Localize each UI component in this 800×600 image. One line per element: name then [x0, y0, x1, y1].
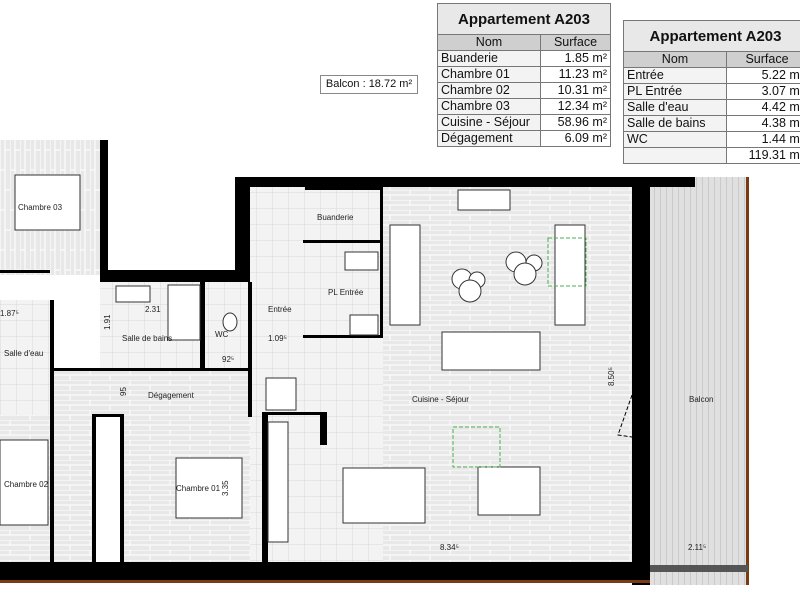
salle-deau-floor [0, 300, 50, 415]
room-label-degagement: Dégagement [148, 391, 195, 400]
furniture-marker [452, 426, 501, 468]
balcon-railing [650, 565, 748, 572]
table-title: Appartement A203 [437, 3, 611, 35]
dim-degagement-height: 95 [119, 387, 128, 396]
walls [0, 140, 695, 585]
room-surface: 58.96 m² [540, 114, 611, 131]
room-surface: 5.22 m² [726, 67, 800, 84]
room-surface: 3.07 m² [726, 83, 800, 100]
dim-sdb-width: 2.31 [145, 305, 161, 314]
total-row: 119.31 m² [623, 147, 800, 164]
dim-sdb-height: 1.91 [103, 314, 112, 330]
room-surface: 6.09 m² [540, 130, 611, 147]
dim-sejour-height: 8.50⁵ [607, 367, 616, 386]
room-name: Chambre 01 [437, 66, 541, 83]
room-name: Dégagement [437, 130, 541, 147]
facade-edge-bottom [0, 580, 650, 583]
dim-sde-width: 1.87⁵ [0, 309, 19, 318]
room-label-pl-entree: PL Entrée [328, 288, 364, 297]
dim-entree-width: 1.09⁵ [268, 334, 287, 343]
room-name: Chambre 03 [437, 98, 541, 115]
room-label-entree: Entrée [268, 305, 292, 314]
room-name: PL Entrée [623, 83, 727, 100]
room-label-balcon: Balcon [689, 395, 713, 404]
column-header: Surface [726, 51, 800, 68]
room-surface: 4.38 m² [726, 115, 800, 132]
total-surface: 119.31 m² [726, 147, 800, 164]
dim-wc-width: 92⁵ [222, 355, 234, 364]
room-surface: 10.31 m² [540, 82, 611, 99]
degagement-floor [50, 370, 250, 415]
void [108, 170, 238, 270]
room-name: Cuisine - Séjour [437, 114, 541, 131]
table-title: Appartement A203 [623, 20, 800, 52]
room-name: WC [623, 131, 727, 148]
room-name: Salle d'eau [623, 99, 727, 116]
room-name: Buanderie [437, 50, 541, 67]
dim-sejour-width: 8.34⁵ [440, 543, 459, 552]
door-swing [617, 394, 633, 438]
balcon-area-label: Balcon : 18.72 m² [320, 75, 418, 94]
room-surface: 12.34 m² [540, 98, 611, 115]
room-label-salle-deau: Salle d'eau [4, 349, 43, 358]
room-label-chambre03: Chambre 03 [18, 203, 63, 212]
room-label-cuisine-sejour: Cuisine - Séjour [412, 395, 469, 404]
furniture-marker [547, 237, 587, 287]
room-name: Entrée [623, 67, 727, 84]
column-header: Surface [540, 34, 611, 51]
room-label-salle-de-bains: Salle de bains [122, 334, 172, 343]
column-header: Nom [437, 34, 541, 51]
room-name: Salle de bains [623, 115, 727, 132]
dim-chambre01-height: 3.35 [221, 480, 230, 496]
room-label-chambre02: Chambre 02 [4, 480, 49, 489]
furniture [0, 174, 586, 543]
room-label-chambre01: Chambre 01 [176, 484, 221, 493]
dim-balcon-width: 2.11⁵ [688, 543, 706, 552]
facade-edge-balcon [746, 177, 749, 585]
room-surface: 1.85 m² [540, 50, 611, 67]
column-header: Nom [623, 51, 727, 68]
balcon-floor [650, 177, 748, 585]
room-surface: 11.23 m² [540, 66, 611, 83]
room-label-wc: WC [215, 330, 229, 339]
room-label-buanderie: Buanderie [317, 213, 354, 222]
room-surface: 4.42 m² [726, 99, 800, 116]
room-surface: 1.44 m² [726, 131, 800, 148]
room-name: Chambre 02 [437, 82, 541, 99]
